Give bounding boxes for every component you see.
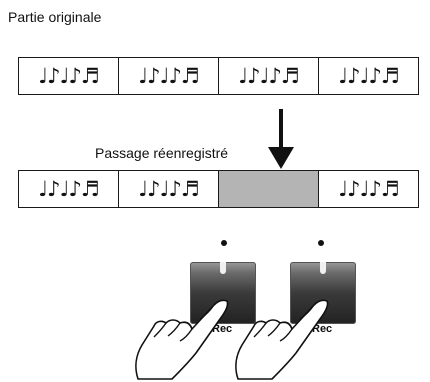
- arrow-down-icon: [268, 109, 294, 169]
- original-segment-1: ♩♪♩♪♬: [19, 58, 119, 94]
- original-part-label: Partie originale: [8, 9, 102, 25]
- button-notch: [220, 262, 226, 274]
- original-segment-4: ♩♪♩♪♬: [338, 63, 399, 88]
- original-track: ♩♪♩♪♬ ♩♪♩♪♬ ♩♪♩♪♬ ♩♪♩♪♬: [18, 57, 419, 95]
- hand-pointer-icon: [235, 299, 329, 380]
- rerecorded-gap-segment: [219, 171, 319, 207]
- rerecorded-segment-2: ♩♪♩♪♬: [119, 171, 219, 207]
- original-segment-3: ♩♪♩♪♬: [219, 58, 319, 94]
- hand-pointer-icon: [135, 299, 229, 380]
- punch-in-dot: [221, 240, 227, 246]
- button-notch: [320, 262, 326, 274]
- rec-label-punch-out: Rec: [312, 323, 333, 335]
- original-segment-2: ♩♪♩♪♬: [119, 58, 219, 94]
- rerecorded-segment-1: ♩♪♩♪♬: [19, 171, 119, 207]
- rec-button-punch-in[interactable]: [190, 262, 256, 324]
- rerecorded-segment-4: ♩♪♩♪♬: [338, 176, 399, 201]
- rerecorded-passage-label: Passage réenregistré: [95, 145, 229, 161]
- rec-label-punch-in: Rec: [212, 323, 233, 335]
- rerecorded-track: ♩♪♩♪♬ ♩♪♩♪♬ ♩♪♩♪♬: [18, 170, 419, 208]
- punch-out-dot: [318, 240, 324, 246]
